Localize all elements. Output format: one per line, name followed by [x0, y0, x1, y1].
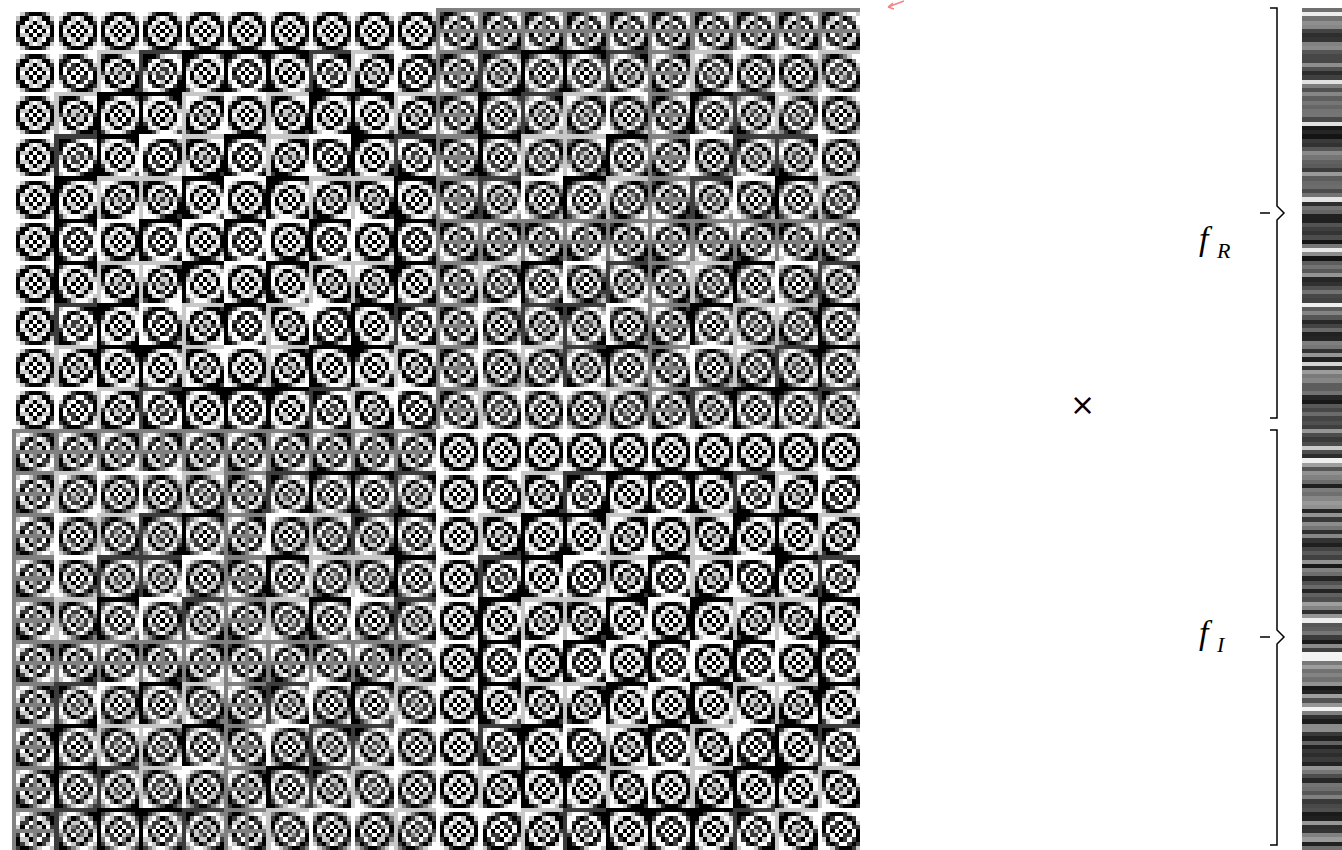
dft-matrix: [12, 8, 860, 850]
vector-bar: [1302, 8, 1342, 850]
vector-label: f: [1199, 222, 1208, 256]
brace: [1270, 8, 1284, 418]
multiply-sign: ×: [1070, 390, 1095, 420]
brace-tick: [1260, 213, 1270, 637]
vector-label: f: [1199, 616, 1208, 650]
subscript: I: [1217, 634, 1224, 656]
subscript: R: [1217, 240, 1230, 262]
annotation-mark: [888, 1, 904, 9]
brace: [1270, 430, 1284, 845]
